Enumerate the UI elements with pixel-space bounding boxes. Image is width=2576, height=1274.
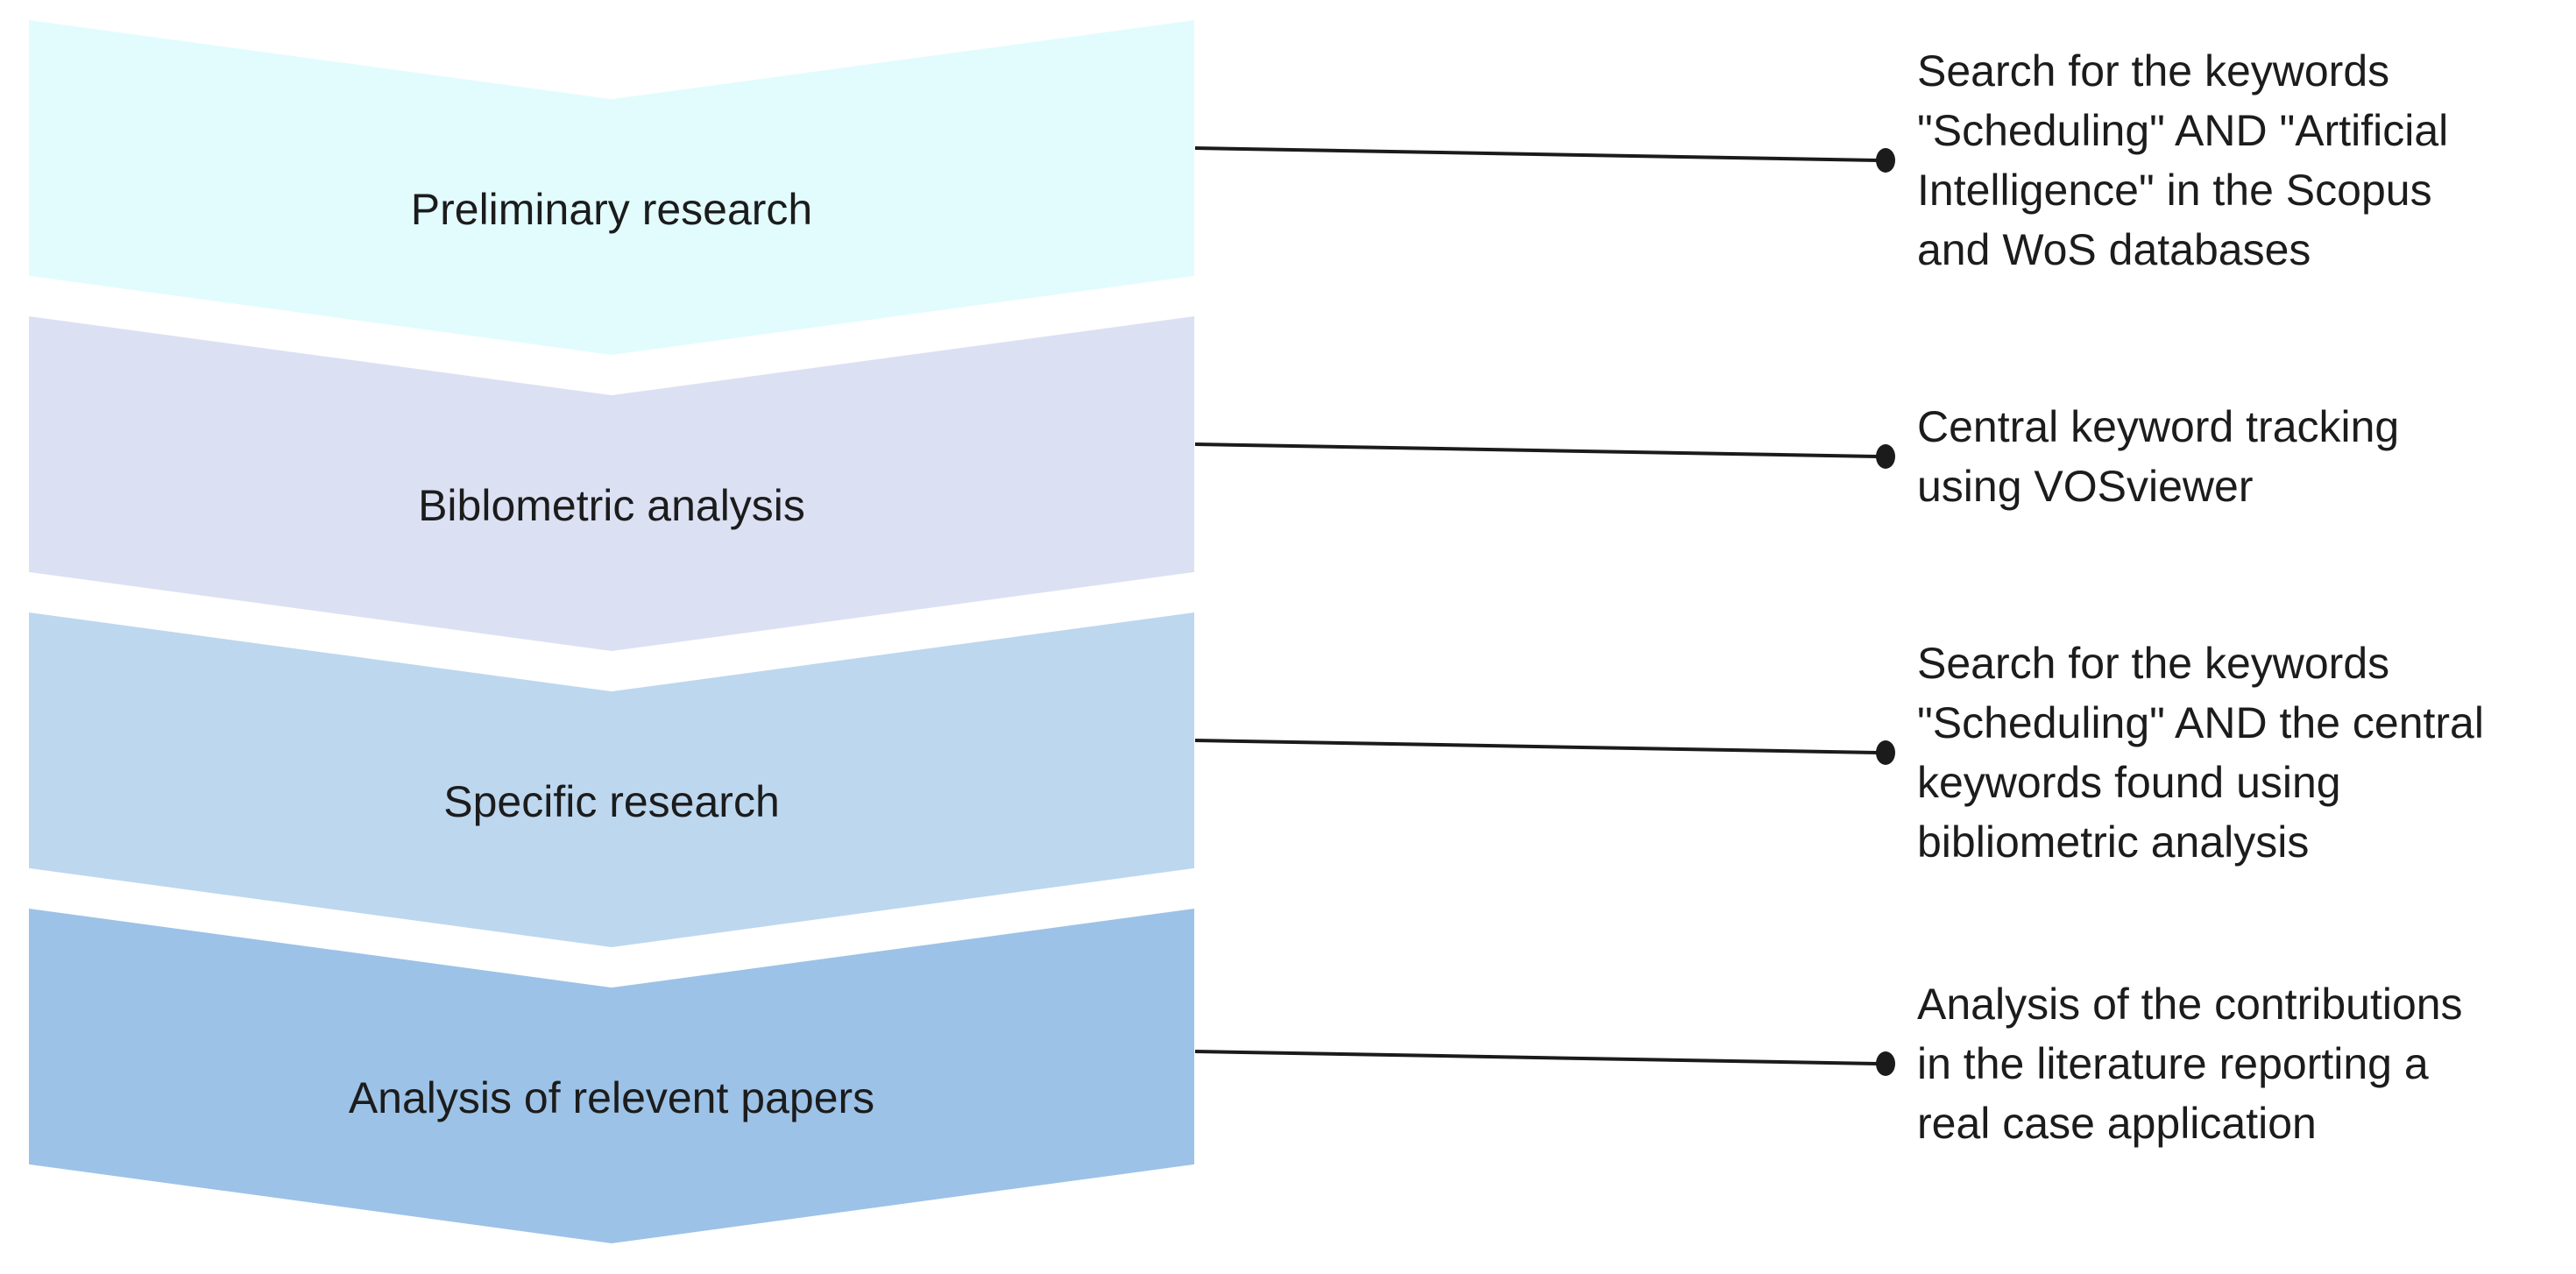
- connector-line: [1194, 739, 1878, 754]
- connector-endpoint-dot-icon: [1876, 1051, 1895, 1076]
- connector-line: [1194, 146, 1878, 162]
- step-description: Search for the keywords "Scheduling" AND…: [1917, 46, 2449, 274]
- chevron-step-analysis-of-relevent-papers: Analysis of relevent papers: [29, 909, 1194, 1243]
- step-description: Central keyword tracking using VOSviewer: [1917, 402, 2400, 511]
- step-label: Specific research: [443, 777, 780, 826]
- connector-endpoint-dot-icon: [1876, 740, 1895, 765]
- chevron-step-biblometric-analysis: Biblometric analysis: [29, 316, 1194, 651]
- connector-line: [1194, 442, 1878, 458]
- step-label: Analysis of relevent papers: [348, 1073, 875, 1122]
- step-description: Search for the keywords "Scheduling" AND…: [1917, 639, 2484, 867]
- step-label: Preliminary research: [410, 185, 813, 234]
- step-description: Analysis of the contributions in the lit…: [1917, 980, 2463, 1148]
- connector-line: [1194, 1050, 1878, 1065]
- connector-endpoint-dot-icon: [1876, 444, 1895, 469]
- connector-endpoint-dot-icon: [1876, 148, 1895, 173]
- step-label: Biblometric analysis: [418, 481, 805, 530]
